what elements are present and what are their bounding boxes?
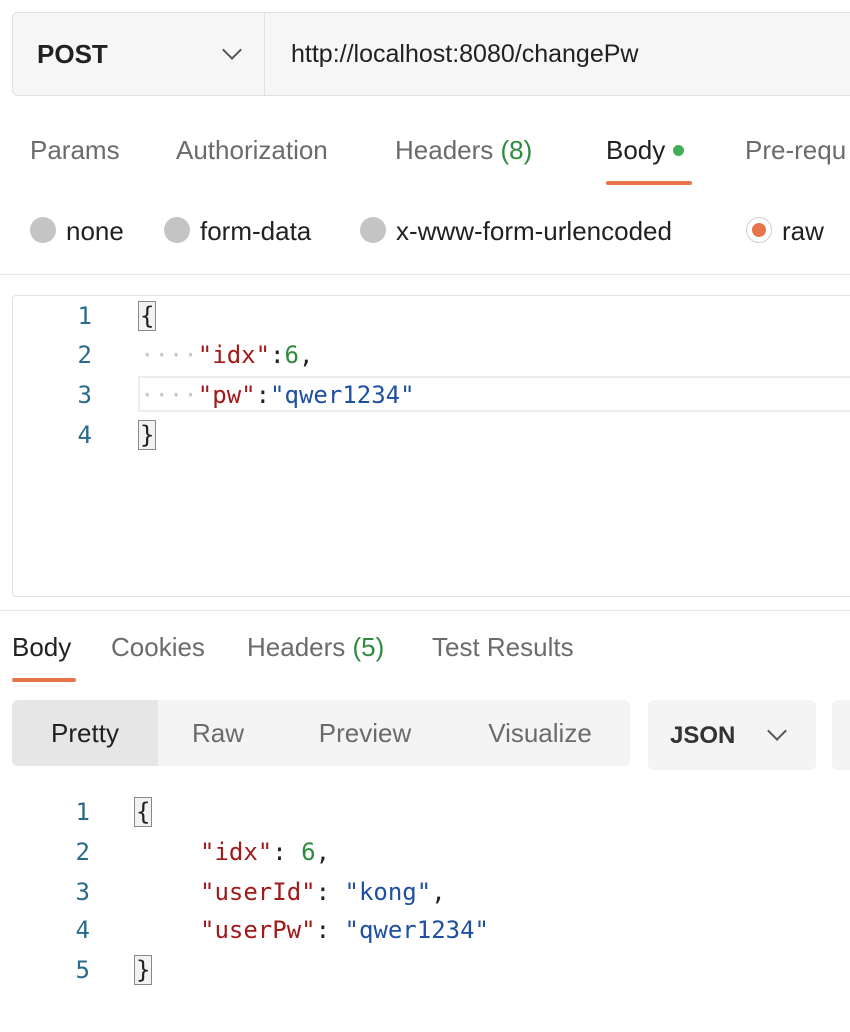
brace-open: {: [134, 797, 153, 827]
json-key: "pw": [197, 381, 256, 409]
line-number: 1: [77, 302, 92, 330]
brace-close: }: [138, 420, 157, 450]
colon: :: [315, 916, 345, 944]
response-tab-test-results[interactable]: Test Results: [432, 632, 574, 662]
view-mode-toggle: Pretty Raw Preview Visualize: [12, 700, 630, 766]
tab-headers-label: Headers: [395, 135, 494, 165]
colon: :: [272, 838, 302, 866]
line-number: 2: [77, 341, 92, 369]
comma: ,: [315, 838, 331, 866]
divider: [0, 274, 850, 275]
line-number: 2: [75, 838, 90, 866]
divider: [0, 610, 850, 611]
line-number: 3: [77, 381, 92, 409]
method-label: POST: [37, 39, 108, 69]
tab-headers[interactable]: Headers (8): [395, 135, 532, 166]
json-key: "idx": [200, 838, 273, 866]
json-number: 6: [284, 341, 299, 369]
wrap-lines-button[interactable]: [832, 700, 850, 770]
json-key: "userId": [200, 878, 316, 906]
language-label: JSON: [670, 722, 736, 749]
tab-headers-count: (8): [500, 135, 533, 165]
radio-none-label: none: [66, 216, 124, 246]
comma: ,: [431, 878, 446, 906]
radio-raw-icon: [746, 217, 772, 243]
view-mode-pretty[interactable]: Pretty: [12, 700, 158, 766]
request-url-bar: POST http://localhost:8080/changePw: [12, 12, 850, 96]
radio-urlencoded-label: x-www-form-urlencoded: [396, 216, 672, 246]
radio-form-data-label: form-data: [200, 216, 312, 246]
radio-urlencoded-icon: [360, 217, 386, 243]
line-number: 4: [77, 421, 92, 449]
response-tab-body[interactable]: Body: [12, 632, 72, 662]
line-number: 5: [75, 956, 90, 984]
code-line: "idx": 6,: [200, 838, 330, 866]
language-select[interactable]: JSON: [648, 700, 816, 770]
code-line: }: [134, 955, 153, 985]
code-line: "userId": "kong",: [200, 878, 446, 906]
tab-params[interactable]: Params: [30, 135, 120, 165]
chevron-down-icon: [222, 40, 242, 60]
colon: :: [255, 381, 271, 409]
brace-open: {: [138, 301, 157, 331]
code-line: ····"pw":"qwer1234": [140, 381, 415, 409]
code-line: {: [138, 301, 157, 331]
json-string: "qwer1234": [270, 381, 415, 409]
view-mode-raw[interactable]: Raw: [191, 718, 244, 748]
line-number: 3: [75, 878, 90, 906]
response-tab-headers-count: (5): [352, 632, 385, 662]
code-line: }: [138, 420, 157, 450]
response-tab-headers[interactable]: Headers (5): [247, 632, 384, 663]
chevron-down-icon: [767, 721, 787, 741]
method-select[interactable]: POST: [13, 13, 265, 95]
line-number: 4: [75, 916, 90, 944]
url-input[interactable]: http://localhost:8080/changePw: [291, 40, 639, 68]
view-mode-preview[interactable]: Preview: [318, 718, 412, 748]
active-tab-indicator: [606, 181, 692, 185]
json-string: "kong": [344, 878, 432, 906]
brace-close: }: [134, 955, 153, 985]
json-string: "qwer1234": [344, 916, 490, 944]
code-line: ····"idx":6,: [140, 341, 313, 369]
whitespace-dots: ····: [140, 381, 198, 409]
colon: :: [315, 878, 345, 906]
tab-body-label: Body: [606, 135, 666, 165]
radio-raw-label: raw: [782, 216, 824, 246]
code-line: {: [134, 797, 153, 827]
response-tab-cookies[interactable]: Cookies: [111, 632, 205, 662]
tab-body[interactable]: Body: [606, 135, 685, 166]
view-mode-visualize[interactable]: Visualize: [488, 718, 592, 748]
json-key: "userPw": [200, 916, 316, 944]
tab-authorization[interactable]: Authorization: [176, 135, 328, 165]
radio-form-data-icon: [164, 217, 190, 243]
current-line-highlight: [138, 376, 850, 412]
comma: ,: [298, 341, 314, 369]
tab-pre-request-script[interactable]: Pre-requ: [745, 135, 847, 165]
response-tab-headers-label: Headers: [247, 632, 346, 662]
colon: :: [270, 341, 285, 369]
whitespace-dots: ····: [140, 341, 198, 369]
modified-dot-icon: [673, 144, 685, 156]
json-number: 6: [301, 838, 316, 866]
json-key: "idx": [197, 341, 271, 369]
code-line: "userPw": "qwer1234": [200, 916, 489, 944]
radio-none-icon: [30, 217, 56, 243]
active-response-tab-indicator: [12, 678, 76, 682]
line-number: 1: [75, 798, 90, 826]
